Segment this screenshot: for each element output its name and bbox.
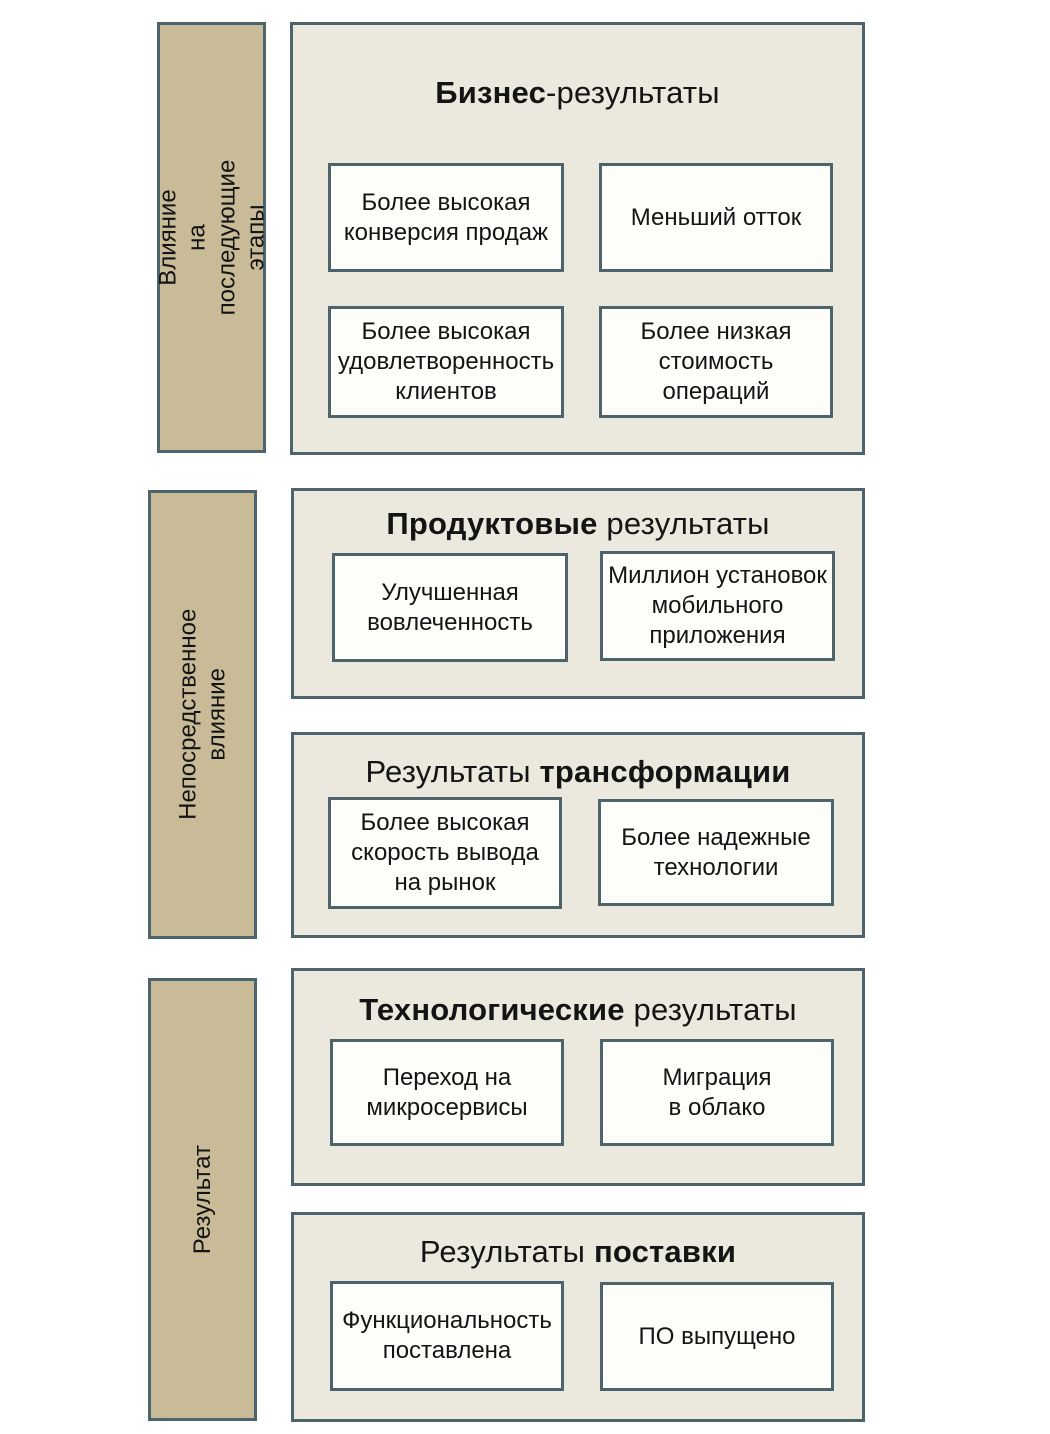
panel-title-part: Бизнес bbox=[435, 75, 547, 110]
outcome-box-cloud-migration: Миграция в облако bbox=[600, 1039, 834, 1146]
panel-business-results: Бизнес-результаты Более высокая конверси… bbox=[290, 22, 865, 455]
panel-title: Технологические результаты bbox=[294, 992, 862, 1028]
outcome-box-microservices-transition: Переход на микросервисы bbox=[330, 1039, 564, 1146]
sidebar-direct-impact: Непосредственное влияние bbox=[148, 490, 257, 939]
panel-title: Результаты поставки bbox=[294, 1234, 862, 1270]
panel-title-part: Продуктовые bbox=[386, 506, 598, 541]
outcome-box-faster-time-to-market: Более высокая скорость вывода на рынок bbox=[328, 797, 562, 909]
panel-title-part: Результаты bbox=[419, 1234, 594, 1269]
sidebar-impact-subsequent-stages: Влияние на последующие этапы bbox=[154, 22, 269, 453]
panel-title-part: Результаты bbox=[365, 754, 540, 789]
sidebar-label: Результат bbox=[188, 1144, 216, 1255]
outcome-box-lower-operations-cost: Более низкая стоимость операций bbox=[599, 306, 833, 418]
outcome-box-improved-engagement: Улучшенная вовлеченность bbox=[332, 553, 568, 662]
panel-title: Бизнес-результаты bbox=[293, 75, 862, 111]
panel-transformation-results: Результаты трансформации Более высокая с… bbox=[291, 732, 865, 938]
panel-title-part: поставки bbox=[593, 1234, 737, 1269]
sidebar-label: Непосредственное влияние bbox=[174, 608, 231, 821]
outcome-box-less-churn: Меньший отток bbox=[599, 163, 833, 272]
panel-title-part: Технологические bbox=[359, 992, 625, 1027]
panel-product-results: Продуктовые результаты Улучшенная вовлеч… bbox=[291, 488, 865, 699]
outcome-box-million-app-installs: Миллион установок мобильного приложения bbox=[600, 551, 835, 661]
outcome-box-functionality-delivered: Функциональность поставлена bbox=[330, 1281, 564, 1391]
outcome-box-higher-sales-conversion: Более высокая конверсия продаж bbox=[328, 163, 564, 272]
sidebar-label: Влияние на последующие этапы bbox=[153, 159, 269, 316]
panel-technological-results: Технологические результаты Переход на ми… bbox=[291, 968, 865, 1186]
outcome-box-more-reliable-technologies: Более надежные технологии bbox=[598, 799, 834, 906]
panel-title: Продуктовые результаты bbox=[294, 506, 862, 542]
panel-title-part: трансформации bbox=[539, 754, 791, 789]
sidebar-result: Результат bbox=[148, 978, 257, 1421]
panel-title-part: результаты bbox=[597, 506, 770, 541]
outcome-box-higher-customer-satisfaction: Более высокая удовлетворенность клиентов bbox=[328, 306, 564, 418]
panel-title-part: результаты bbox=[624, 992, 797, 1027]
panel-delivery-results: Результаты поставки Функциональность пос… bbox=[291, 1212, 865, 1422]
outcome-box-software-released: ПО выпущено bbox=[600, 1282, 834, 1391]
panel-title: Результаты трансформации bbox=[294, 754, 862, 790]
panel-title-part: -результаты bbox=[546, 75, 720, 110]
